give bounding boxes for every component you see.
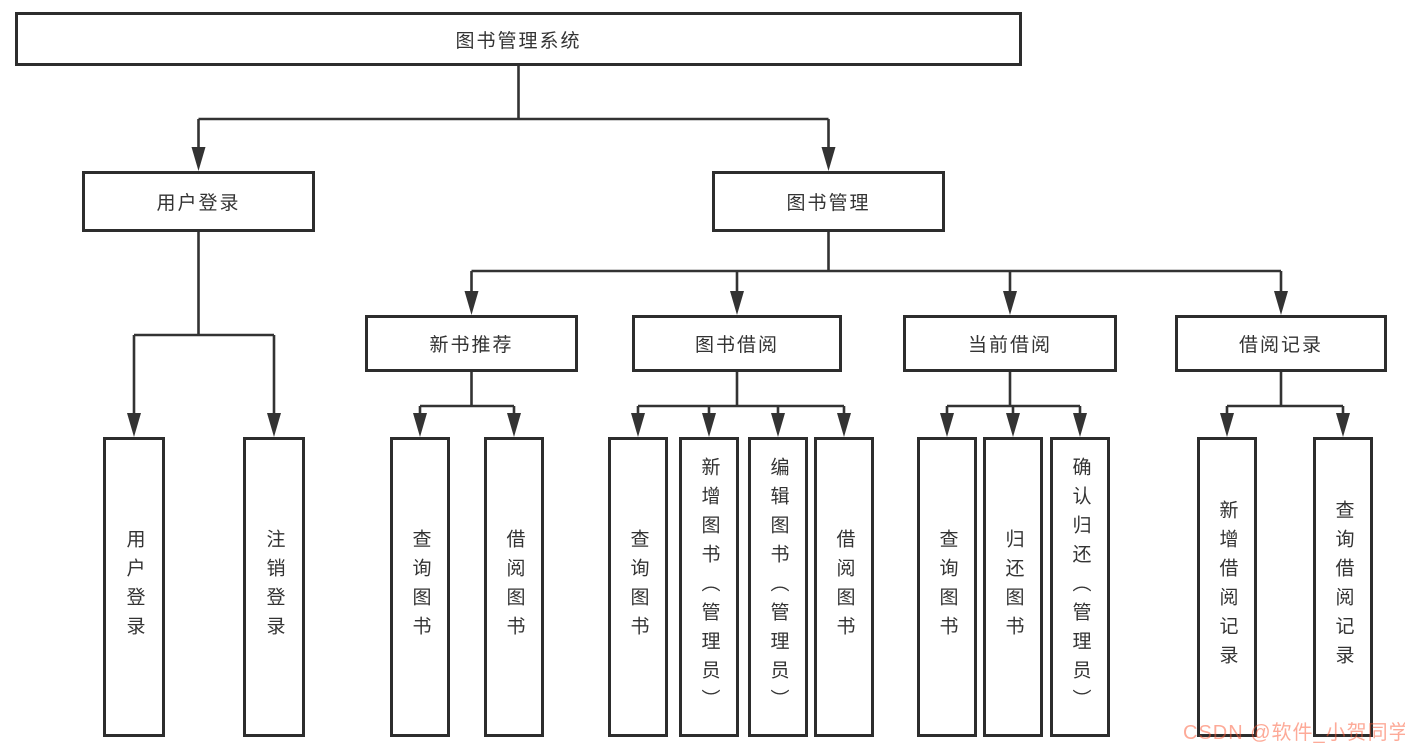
node-book-mgmt-label: 图书管理 <box>786 193 871 214</box>
connector-new-book-rec-children <box>418 372 516 416</box>
arrowhead-book-mgmt <box>821 147 836 171</box>
node-leaf-bb-borrow-books-label: 借阅图书 <box>833 529 855 645</box>
node-leaf-cb-return-books-label: 归还图书 <box>1002 529 1024 645</box>
node-leaf-cb-confirm-return-admin: 确认归还（管理员） <box>1050 437 1110 737</box>
connector-current-borrow-children <box>945 372 1082 416</box>
node-book-mgmt: 图书管理 <box>712 171 945 232</box>
node-borrow-records: 借阅记录 <box>1175 315 1387 372</box>
node-current-borrow-label: 当前借阅 <box>967 335 1052 356</box>
connector-user-login-children <box>132 232 276 416</box>
node-leaf-bb-add-books-admin-label: 新增图书（管理员） <box>698 456 720 718</box>
csdn-watermark: CSDN @软件_小贺同学 <box>1183 722 1405 744</box>
node-current-borrow: 当前借阅 <box>903 315 1117 372</box>
arrowhead-leaf-user-login <box>127 413 141 437</box>
node-leaf-br-query-record: 查询借阅记录 <box>1313 437 1373 737</box>
arrowhead-leaf-cb-query <box>940 413 954 437</box>
node-leaf-bb-query-books: 查询图书 <box>608 437 668 737</box>
arrowhead-user-login <box>191 147 206 171</box>
arrowhead-leaf-cb-return <box>1006 413 1020 437</box>
connector-book-mgmt-children <box>470 232 1283 294</box>
node-leaf-logout-label: 注销登录 <box>263 529 285 645</box>
node-user-login: 用户登录 <box>82 171 315 232</box>
node-leaf-cb-query-books-label: 查询图书 <box>936 529 958 645</box>
node-leaf-bb-add-books-admin: 新增图书（管理员） <box>679 437 739 737</box>
node-book-borrow-label: 图书借阅 <box>694 335 779 356</box>
node-new-book-rec-label: 新书推荐 <box>429 335 514 356</box>
node-leaf-rec-borrow-books: 借阅图书 <box>484 437 544 737</box>
node-leaf-br-query-record-label: 查询借阅记录 <box>1332 500 1354 674</box>
arrowhead-leaf-bb-query <box>631 413 645 437</box>
node-borrow-records-label: 借阅记录 <box>1238 335 1323 356</box>
arrowhead-leaf-bb-borrow <box>837 413 851 437</box>
node-leaf-rec-query-books-label: 查询图书 <box>409 529 431 645</box>
node-leaf-bb-borrow-books: 借阅图书 <box>814 437 874 737</box>
arrowhead-leaf-br-query <box>1336 413 1350 437</box>
node-leaf-rec-query-books: 查询图书 <box>390 437 450 737</box>
node-leaf-bb-edit-books-admin: 编辑图书（管理员） <box>748 437 808 737</box>
arrowhead-current-borrow <box>1003 291 1017 315</box>
arrowhead-leaf-rec-borrow <box>507 413 521 437</box>
arrowhead-leaf-bb-edit <box>771 413 785 437</box>
node-leaf-bb-edit-books-admin-label: 编辑图书（管理员） <box>767 456 789 718</box>
node-leaf-br-add-record-label: 新增借阅记录 <box>1216 500 1238 674</box>
connector-book-borrow-children <box>636 372 846 416</box>
arrowhead-leaf-cb-confirm <box>1073 413 1087 437</box>
node-leaf-user-login-label: 用户登录 <box>123 529 145 645</box>
node-leaf-logout: 注销登录 <box>243 437 305 737</box>
arrowhead-borrow-records <box>1274 291 1288 315</box>
node-leaf-rec-borrow-books-label: 借阅图书 <box>503 529 525 645</box>
arrowhead-leaf-br-add <box>1220 413 1234 437</box>
node-new-book-rec: 新书推荐 <box>365 315 578 372</box>
arrowhead-leaf-logout <box>267 413 281 437</box>
node-root-label: 图书管理系统 <box>455 30 582 52</box>
node-leaf-cb-query-books: 查询图书 <box>917 437 977 737</box>
node-book-borrow: 图书借阅 <box>632 315 842 372</box>
arrowhead-book-borrow <box>730 291 744 315</box>
node-leaf-cb-confirm-return-admin-label: 确认归还（管理员） <box>1069 456 1091 718</box>
arrowhead-leaf-bb-add <box>702 413 716 437</box>
node-leaf-bb-query-books-label: 查询图书 <box>627 529 649 645</box>
connector-root-to-level2 <box>197 66 830 150</box>
arrowhead-new-book-rec <box>464 291 479 315</box>
connector-borrow-records-children <box>1225 372 1345 416</box>
node-user-login-label: 用户登录 <box>156 193 241 214</box>
arrowhead-leaf-rec-query <box>413 413 427 437</box>
node-root: 图书管理系统 <box>15 12 1022 66</box>
node-leaf-user-login: 用户登录 <box>103 437 165 737</box>
node-leaf-cb-return-books: 归还图书 <box>983 437 1043 737</box>
node-leaf-br-add-record: 新增借阅记录 <box>1197 437 1257 737</box>
